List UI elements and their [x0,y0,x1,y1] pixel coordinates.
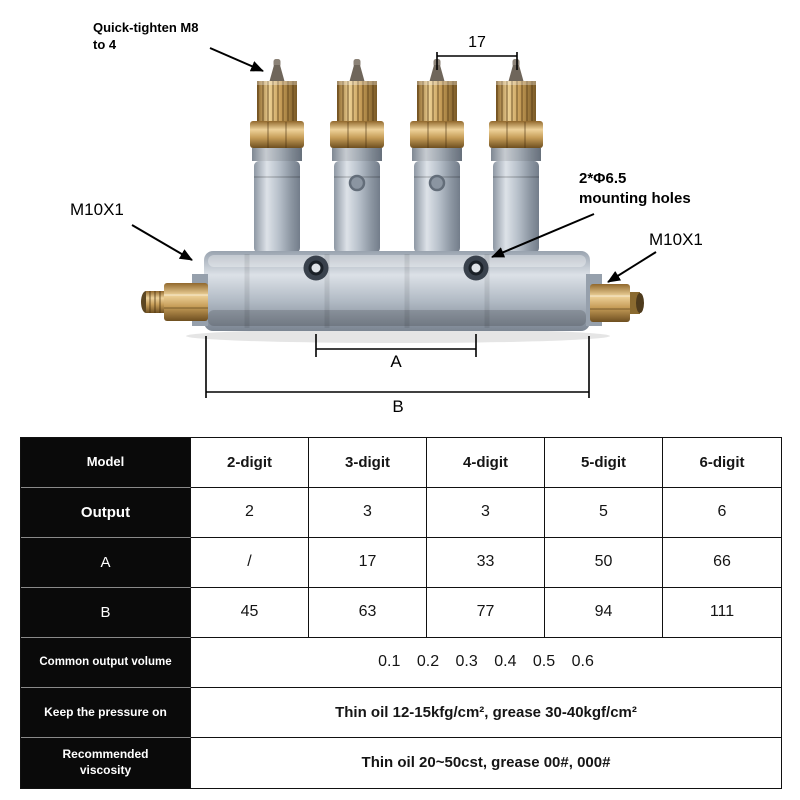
dimension-label-17: 17 [468,34,486,51]
dimension-label-a: A [390,352,402,371]
row-label-common-output-volume: Common output volume [21,638,191,688]
row-label-b: B [21,588,191,638]
spec-table: Model 2-digit 3-digit 4-digit 5-digit 6-… [20,437,782,789]
value-text: 66 [713,553,731,571]
row-label-recommended-viscosity: Recommended viscosity [21,738,191,788]
value-text: Thin oil 20~50cst, grease 00#, 000# [361,754,611,772]
mounting-hole-2 [463,255,489,281]
product-photo: Quick-tighten M8 to 4 17 M10X1 2*Φ6.5 mo… [70,20,703,416]
annotation-mounting-holes: 2*Φ6.5 mounting holes [579,170,691,207]
value-text: 50 [594,553,613,571]
column-header-text: 6-digit [699,453,745,471]
value-text: 77 [476,603,495,621]
row-label-text: Common output volume [39,656,172,669]
value-cell: 94 [545,588,663,638]
value-cell-viscosity: Thin oil 20~50cst, grease 00#, 000# [191,738,781,788]
value-cell-pressure: Thin oil 12-15kfg/cm², grease 30-40kgf/c… [191,688,781,738]
annotation-m10x1-left: M10X1 [70,200,124,219]
annotation-quick-tighten: Quick-tighten M8 to 4 [93,20,199,52]
row-label-a: A [21,538,191,588]
row-label-text: Recommended viscosity [62,747,149,777]
row-label-text: Model [86,454,125,470]
value-cell: 17 [309,538,427,588]
value-cell: 63 [309,588,427,638]
column-header: 2-digit [191,438,309,488]
value-text: / [247,553,252,571]
column-header: 6-digit [663,438,781,488]
mounting-hole-1 [303,255,329,281]
value-text: 94 [594,603,613,621]
value-cell-output-volumes: 0.1 0.2 0.3 0.4 0.5 0.6 [191,638,781,688]
annotation-m10x1-right: M10X1 [649,230,703,249]
value-text: 3 [363,503,372,521]
injector-fitting-4 [488,58,544,254]
row-label-output: Output [21,488,191,538]
column-header: 4-digit [427,438,545,488]
value-cell: 66 [663,538,781,588]
body-port-1 [348,174,366,192]
row-label-text: Output [80,503,131,521]
body-port-2 [428,174,446,192]
value-text: 0.1 0.2 0.3 0.4 0.5 0.6 [378,653,594,671]
column-header: 5-digit [545,438,663,488]
column-header-text: 5-digit [581,453,626,471]
right-outlet-fitting [586,274,644,326]
value-cell: / [191,538,309,588]
value-text: 6 [717,503,727,521]
row-label-text: B [100,603,111,621]
value-cell: 3 [309,488,427,538]
injector-fitting-1 [249,58,305,254]
value-cell: 50 [545,538,663,588]
injector-fitting-2 [329,58,385,254]
value-text: 33 [476,553,495,571]
value-text: 63 [358,603,377,621]
manifold-body [204,251,590,331]
column-header-text: 3-digit [345,453,390,471]
dimension-lines [205,52,590,398]
value-cell: 111 [663,588,781,638]
value-text: 3 [481,503,490,521]
value-text: 17 [358,553,377,571]
ground-shadow [186,329,610,343]
annotation-arrows [131,47,657,283]
value-text: 111 [709,603,735,621]
value-cell: 2 [191,488,309,538]
left-outlet-fitting [141,274,208,326]
dimension-label-b: B [392,397,404,416]
injector-fitting-3 [409,58,465,254]
value-text: 45 [240,603,259,621]
value-text: 2 [245,503,254,521]
value-text: Thin oil 12-15kfg/cm², grease 30-40kgf/c… [335,703,637,721]
value-cell: 5 [545,488,663,538]
value-text: 5 [599,503,608,521]
row-label-model: Model [21,438,191,488]
value-cell: 45 [191,588,309,638]
value-cell: 6 [663,488,781,538]
value-cell: 33 [427,538,545,588]
row-label-text: Keep the pressure on [44,704,167,719]
value-cell: 3 [427,488,545,538]
column-header-text: 4-digit [463,453,508,471]
row-label-keep-pressure: Keep the pressure on [21,688,191,738]
row-label-text: A [100,553,111,571]
manifold-illustration [131,47,657,398]
value-cell: 77 [427,588,545,638]
column-header: 3-digit [309,438,427,488]
column-header-text: 2-digit [227,453,272,471]
